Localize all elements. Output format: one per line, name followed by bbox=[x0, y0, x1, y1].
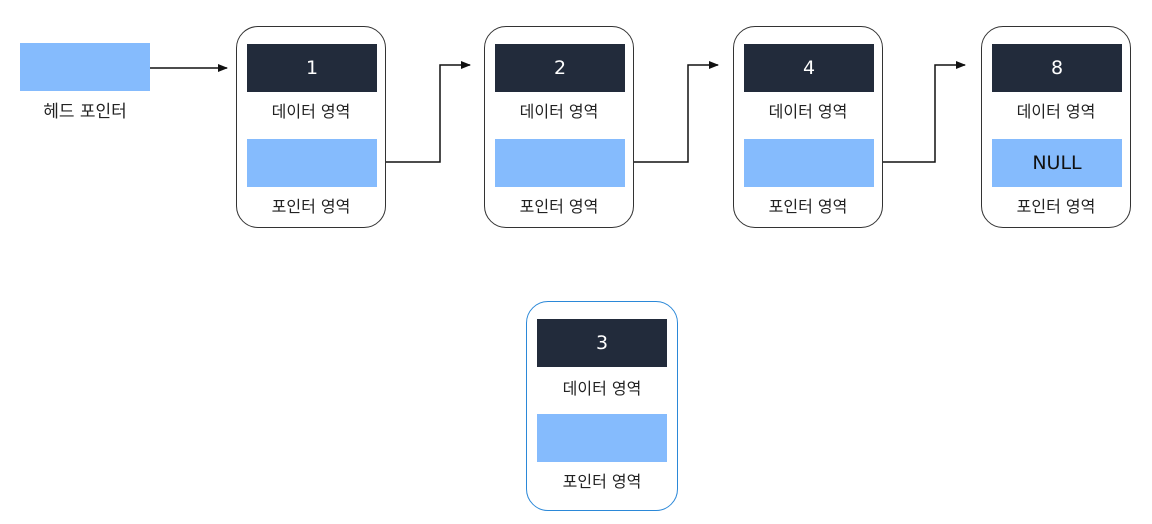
node-data-label: 데이터 영역 bbox=[768, 102, 848, 121]
node-pointer-label: 포인터 영역 bbox=[1016, 197, 1096, 216]
node-pointer-box bbox=[537, 414, 667, 462]
node-data-label: 데이터 영역 bbox=[519, 102, 599, 121]
list-node-3: 4 데이터 영역 포인터 영역 bbox=[733, 26, 883, 228]
node-pointer-label: 포인터 영역 bbox=[768, 197, 848, 216]
node-pointer-box bbox=[495, 139, 625, 187]
node-data-value: 2 bbox=[495, 44, 625, 92]
node-data-value: 8 bbox=[992, 44, 1122, 92]
node-2-link bbox=[615, 61, 719, 163]
node-1-link bbox=[368, 61, 471, 163]
list-node-2: 2 데이터 영역 포인터 영역 bbox=[484, 26, 634, 228]
node-3-link bbox=[860, 61, 966, 163]
head-pointer-box bbox=[20, 43, 150, 91]
new-list-node: 3 데이터 영역 포인터 영역 bbox=[526, 301, 678, 511]
head-pointer-label: 헤드 포인터 bbox=[43, 102, 127, 122]
node-data-value: 3 bbox=[537, 319, 667, 367]
node-pointer-box: NULL bbox=[992, 139, 1122, 187]
node-data-label: 데이터 영역 bbox=[1016, 102, 1096, 121]
node-data-value: 4 bbox=[744, 44, 874, 92]
node-pointer-box bbox=[744, 139, 874, 187]
node-data-label: 데이터 영역 bbox=[271, 102, 351, 121]
list-node-1: 1 데이터 영역 포인터 영역 bbox=[236, 26, 386, 228]
list-node-4: 8 데이터 영역 NULL 포인터 영역 bbox=[981, 26, 1131, 228]
node-pointer-box bbox=[247, 139, 377, 187]
node-pointer-label: 포인터 영역 bbox=[519, 197, 599, 216]
node-pointer-label: 포인터 영역 bbox=[562, 472, 642, 491]
node-data-label: 데이터 영역 bbox=[562, 379, 642, 398]
node-data-value: 1 bbox=[247, 44, 377, 92]
node-pointer-label: 포인터 영역 bbox=[271, 197, 351, 216]
